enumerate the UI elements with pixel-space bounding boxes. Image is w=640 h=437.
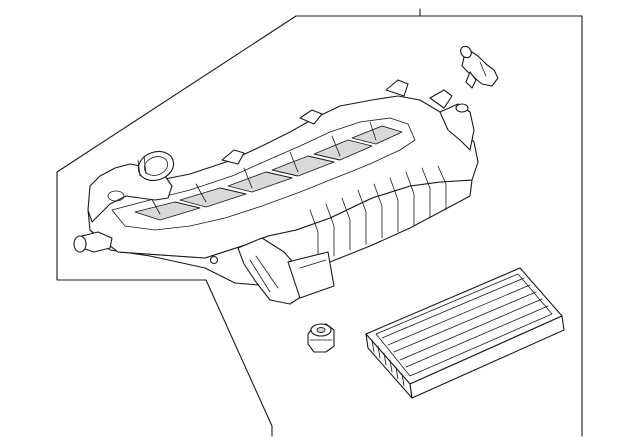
air-filter-icon [365,267,565,399]
connector-icon [460,45,499,89]
filter-edge-pleats [371,339,405,387]
inlet-duct [87,150,175,223]
housing-ribs [134,121,403,221]
filter-pleats [381,277,549,368]
air-cleaner-housing-icon [73,79,479,305]
side-ribs [309,165,447,263]
assembly-callout-frame [56,8,583,437]
drain-nozzle [73,231,113,253]
grommet-icon [307,323,335,353]
